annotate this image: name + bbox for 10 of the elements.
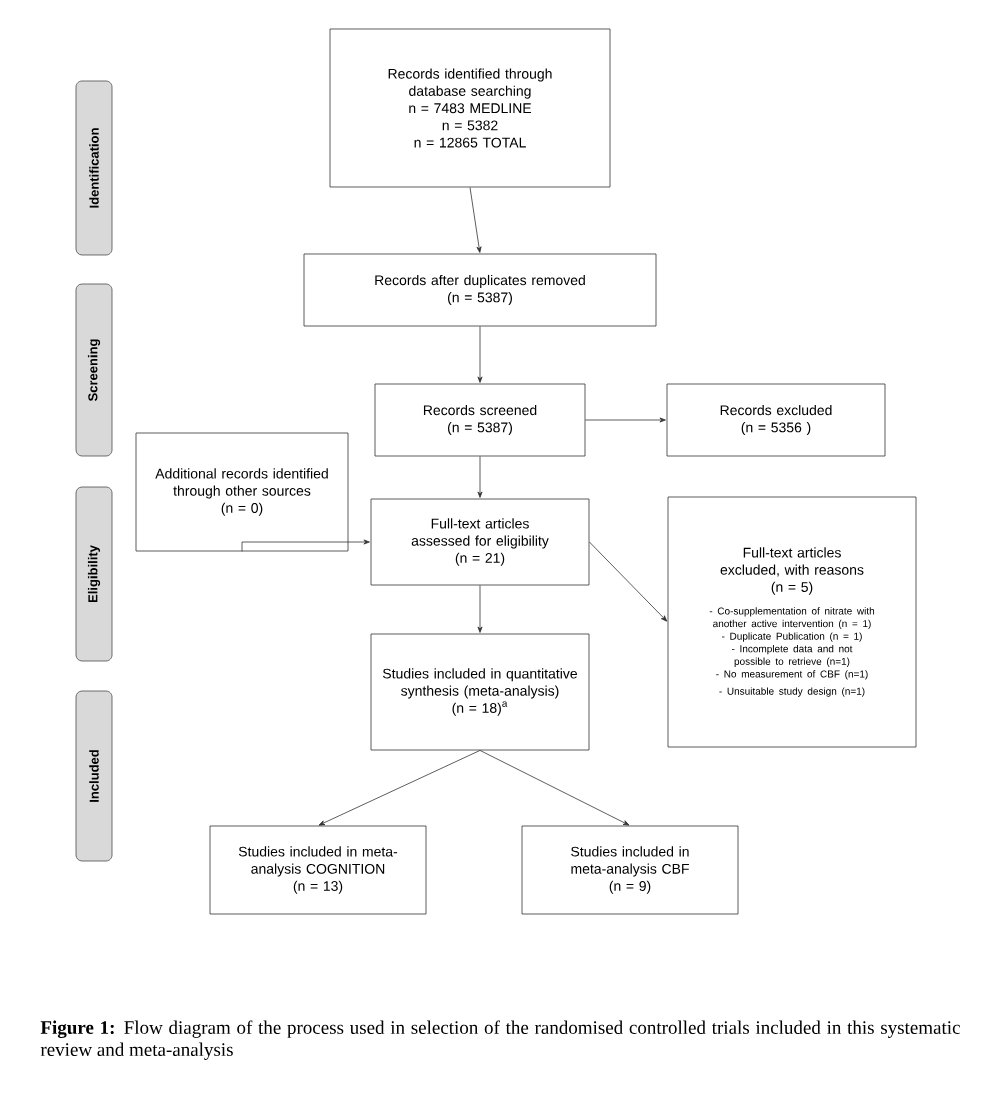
arrow (469, 187, 482, 253)
arrow (318, 750, 481, 826)
arrow (477, 585, 483, 633)
arrow (477, 326, 483, 383)
figure-caption: Figure 1: Flow diagram of the process used in selection of the randomised controlled trials included in this systematic review and meta-analysis (40, 1020, 960, 1060)
arrow (585, 417, 666, 423)
arrow (479, 750, 630, 826)
arrow (241, 539, 370, 552)
arrow (589, 541, 668, 622)
arrow (477, 456, 483, 498)
